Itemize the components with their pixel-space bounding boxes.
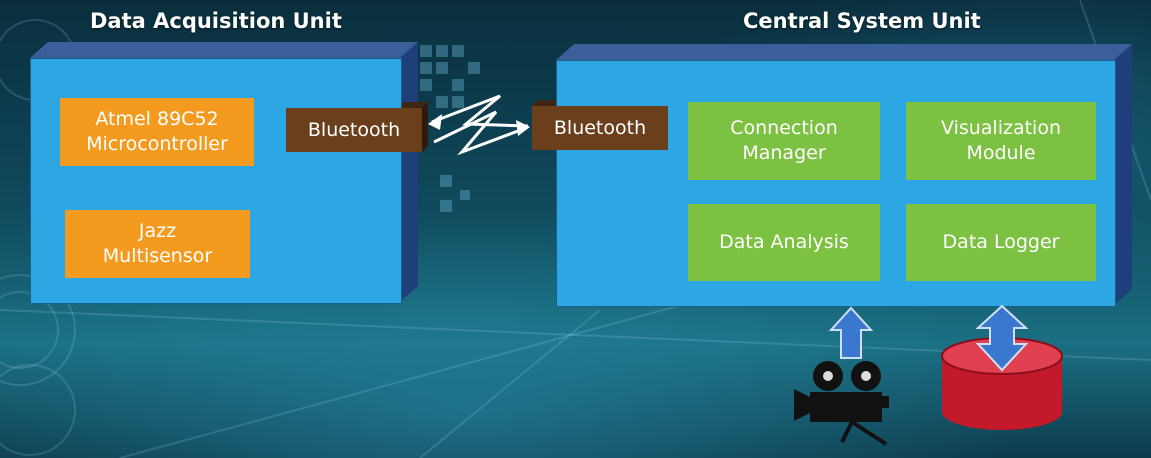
visualization-module-block: Visualization Module — [906, 102, 1096, 180]
central-unit-title: Central System Unit — [743, 9, 981, 33]
central-bluetooth-block: Bluetooth — [532, 106, 668, 150]
microcontroller-block: Atmel 89C52 Microcontroller — [60, 98, 254, 166]
multisensor-block: Jazz Multisensor — [65, 210, 250, 278]
data-logger-block: Data Logger — [906, 204, 1096, 281]
connection-manager-block: Connection Manager — [688, 102, 880, 180]
acquisition-unit-title: Data Acquisition Unit — [90, 9, 342, 33]
data-analysis-block: Data Analysis — [688, 204, 880, 281]
acquisition-bluetooth-block: Bluetooth — [286, 108, 422, 152]
